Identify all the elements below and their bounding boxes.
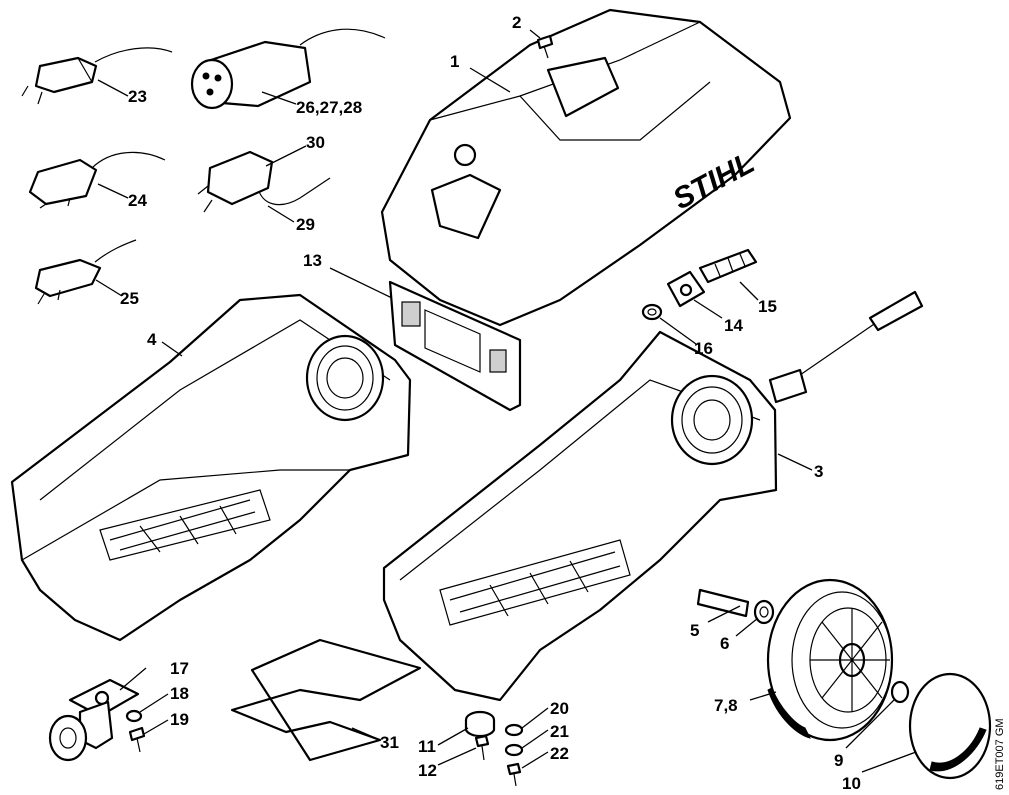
callout-10: 10: [842, 774, 861, 793]
callout-18: 18: [170, 684, 189, 703]
callout-25: 25: [120, 289, 139, 308]
callout-31: 31: [380, 733, 399, 752]
fitting-15: [698, 248, 758, 284]
foot-11: [464, 710, 496, 738]
callout-21: 21: [550, 722, 569, 741]
callout-14: 14: [724, 316, 743, 335]
plug-24: [28, 151, 166, 209]
leader-lines: [95, 29, 917, 773]
callout-24: 24: [128, 191, 147, 210]
hubcap-10: [908, 672, 992, 780]
nut-20: [504, 723, 524, 737]
callout-11: 11: [418, 737, 436, 756]
callout-5: 5: [690, 621, 699, 640]
callout-2: 2: [512, 13, 521, 32]
hose-outlet: [768, 290, 924, 404]
callout-7-8: 7,8: [714, 696, 738, 715]
callout-1: 1: [450, 52, 459, 71]
plug-26-27-28: [190, 28, 386, 110]
screw-12: [474, 734, 490, 761]
washer-6: [753, 599, 775, 625]
callout-9: 9: [834, 751, 843, 770]
drawing-code: 619ET007 GM: [994, 718, 1006, 790]
label-sheet-31: [230, 638, 422, 762]
screw-22: [506, 762, 522, 787]
plug-25: [34, 239, 137, 305]
wheel-7-8: [766, 578, 894, 742]
plug-23: [21, 47, 173, 105]
panel-13: [388, 280, 522, 412]
nut-21: [504, 743, 524, 757]
callout-19: 19: [170, 710, 189, 729]
callout-30: 30: [306, 133, 325, 152]
callout-26-27-28: 26,27,28: [296, 98, 362, 117]
plug-30-29: [197, 150, 331, 213]
callout-20: 20: [550, 699, 569, 718]
callout-3: 3: [814, 462, 823, 481]
caster-17: [48, 678, 140, 762]
base-housing-3: [382, 330, 778, 702]
callout-23: 23: [128, 87, 147, 106]
callout-15: 15: [758, 297, 777, 316]
screw-19: [128, 726, 146, 753]
axle-5: [696, 588, 750, 618]
callout-13: 13: [303, 251, 322, 270]
callout-4: 4: [147, 330, 157, 349]
plate-14: [666, 270, 706, 308]
nut-16: [641, 303, 663, 321]
screw-2: [536, 34, 554, 59]
callout-labels: 1 2 3 4 5 6 7,8 9 10 11 12 13 14 15 16 1…: [120, 13, 861, 793]
callout-29: 29: [296, 215, 315, 234]
base-housing-4: [10, 293, 412, 642]
washer-18: [125, 709, 143, 723]
callout-22: 22: [550, 744, 569, 763]
clip-9: [890, 680, 910, 704]
housing-cover: STIHL: [380, 8, 792, 327]
callout-12: 12: [418, 761, 437, 780]
callout-17: 17: [170, 659, 189, 678]
callout-6: 6: [720, 634, 729, 653]
callout-16: 16: [694, 339, 713, 358]
